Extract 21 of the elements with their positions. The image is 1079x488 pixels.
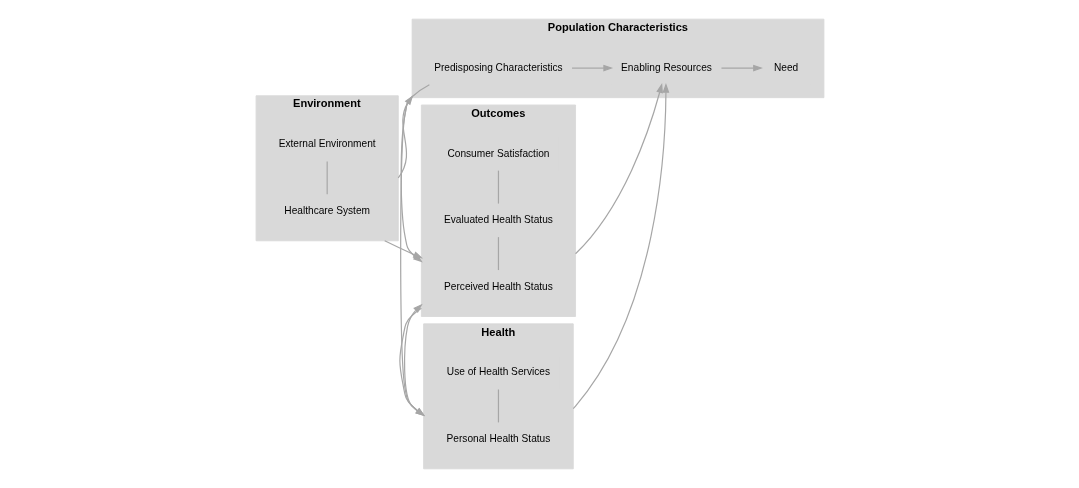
node-text: External Environment bbox=[278, 138, 376, 150]
connector bbox=[326, 160, 328, 195]
connector bbox=[497, 236, 499, 271]
node-text: Enabling Resources bbox=[620, 61, 712, 73]
arrow bbox=[400, 84, 430, 263]
node-text: Evaluated Health Status bbox=[443, 214, 553, 226]
node-text: Personal Health Status bbox=[446, 432, 550, 444]
node-text: Consumer Satisfaction bbox=[446, 147, 549, 159]
arrow bbox=[570, 64, 613, 72]
arrow bbox=[574, 83, 663, 255]
node-text: Healthcare System bbox=[283, 204, 370, 216]
arrow bbox=[398, 307, 425, 417]
node-text: Use of Health Services bbox=[446, 366, 550, 378]
node-text: Need bbox=[773, 61, 798, 73]
arrow bbox=[720, 64, 763, 72]
arrow bbox=[572, 83, 669, 410]
node-text: Perceived Health Status bbox=[443, 280, 553, 292]
connector bbox=[497, 388, 499, 423]
node-text: Predisposing Characteristics bbox=[433, 61, 563, 73]
connector bbox=[497, 170, 499, 205]
arrow bbox=[403, 303, 424, 416]
